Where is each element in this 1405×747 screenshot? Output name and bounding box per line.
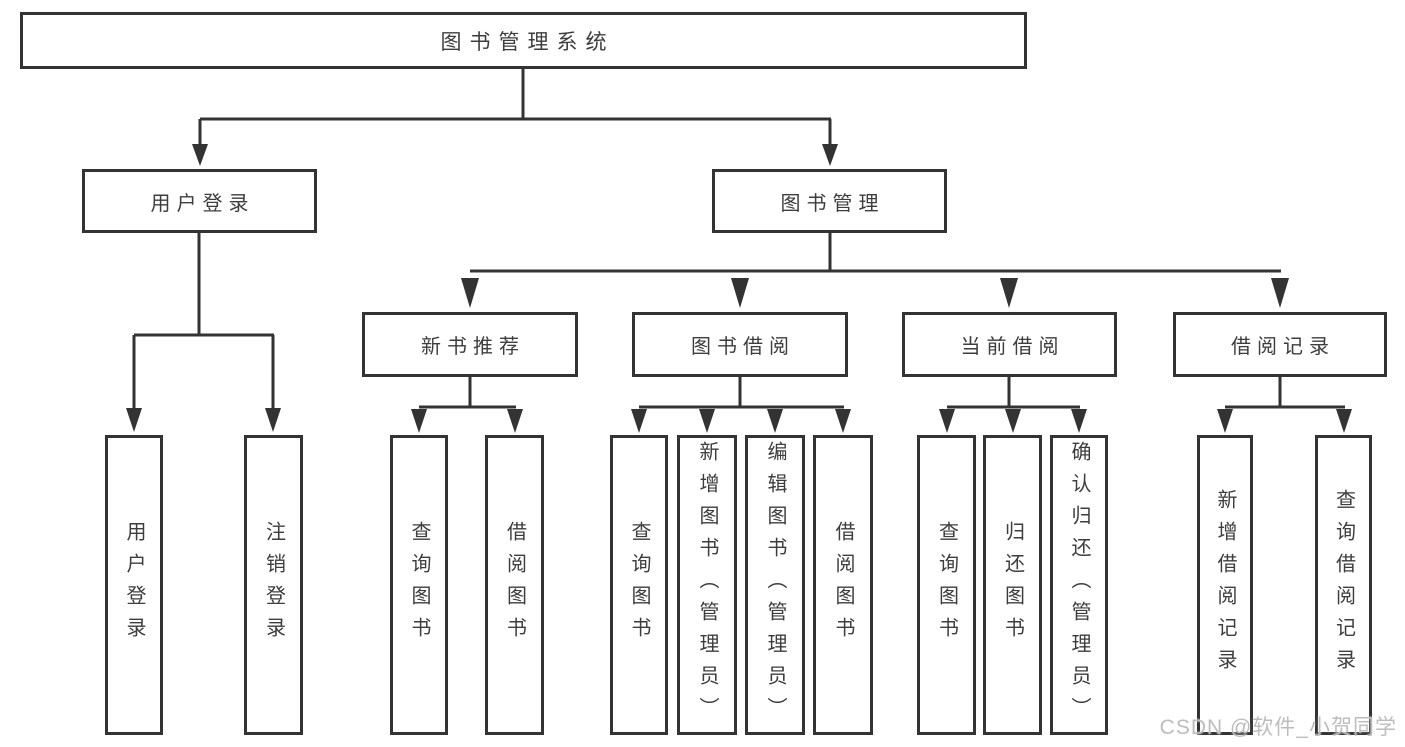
leaf-label: 归还图书 — [1001, 521, 1024, 649]
node-label: 图书借阅 — [691, 336, 795, 358]
node-library-management-system: 图书管理系统 — [20, 12, 1027, 69]
arrowheads — [126, 144, 1352, 433]
csdn-watermark: CSDN @软件_小贺同学 — [1159, 716, 1397, 739]
arrowhead — [461, 278, 479, 308]
leaf-label: 编辑图书（管理员） — [764, 441, 786, 729]
leaf-label: 查询借阅记录 — [1332, 489, 1355, 681]
leaf-label: 借阅图书 — [832, 521, 854, 649]
arrowhead — [835, 409, 851, 433]
leaf-label: 用户登录 — [123, 521, 145, 649]
node-new-book-recommend: 新书推荐 — [362, 312, 578, 377]
arrowhead — [1336, 409, 1352, 433]
arrowhead — [265, 408, 281, 432]
node-label: 借阅记录 — [1231, 336, 1335, 358]
node-label: 图书管理系统 — [440, 30, 615, 54]
arrowhead — [822, 144, 838, 166]
leaf-borrow-books: 借阅图书 — [485, 435, 544, 735]
leaf-label: 确认归还（管理员） — [1068, 441, 1090, 729]
leaf-borrow-books: 借阅图书 — [813, 435, 873, 735]
node-borrowing-records: 借阅记录 — [1173, 312, 1387, 377]
leaf-label: 新增图书（管理员） — [696, 441, 718, 729]
leaf-label: 借阅图书 — [503, 521, 526, 649]
leaf-label: 查询图书 — [408, 521, 430, 649]
arrowhead — [126, 408, 142, 432]
arrowhead — [731, 278, 749, 308]
arrowhead — [1071, 409, 1087, 433]
leaf-label: 查询图书 — [935, 521, 958, 649]
node-book-borrowing: 图书借阅 — [632, 312, 848, 377]
arrowhead — [192, 144, 208, 166]
leaf-label: 查询图书 — [628, 521, 650, 649]
tree-edges — [132, 69, 1345, 409]
node-label: 新书推荐 — [421, 336, 525, 358]
leaf-edit-book-admin: 编辑图书（管理员） — [745, 435, 805, 735]
leaf-return-books: 归还图书 — [983, 435, 1042, 735]
leaf-confirm-return-admin: 确认归还（管理员） — [1050, 435, 1108, 735]
leaf-query-books: 查询图书 — [610, 435, 668, 735]
node-label: 用户登录 — [150, 192, 255, 215]
leaf-label: 注销登录 — [262, 521, 285, 649]
leaf-logout: 注销登录 — [244, 435, 303, 735]
arrowhead — [411, 409, 427, 433]
arrowhead — [507, 409, 523, 433]
arrowhead — [767, 409, 783, 433]
node-user-login: 用户登录 — [82, 169, 317, 233]
arrowhead — [1217, 409, 1233, 433]
node-label: 图书管理 — [780, 192, 885, 215]
node-label: 当前借阅 — [960, 336, 1065, 358]
arrowhead — [939, 409, 955, 433]
leaf-label: 新增借阅记录 — [1214, 489, 1236, 681]
leaf-add-borrow-record: 新增借阅记录 — [1197, 435, 1253, 735]
node-current-borrowing: 当前借阅 — [902, 312, 1117, 377]
node-book-management: 图书管理 — [712, 169, 947, 233]
leaf-add-book-admin: 新增图书（管理员） — [677, 435, 737, 735]
arrowhead — [631, 409, 647, 433]
leaf-query-books: 查询图书 — [390, 435, 448, 735]
arrowhead — [699, 409, 715, 433]
arrowhead — [1000, 278, 1018, 308]
arrowhead — [1005, 409, 1021, 433]
leaf-query-books: 查询图书 — [917, 435, 976, 735]
arrowhead — [1271, 278, 1289, 308]
leaf-query-borrow-record: 查询借阅记录 — [1315, 435, 1372, 735]
leaf-user-login: 用户登录 — [105, 435, 163, 735]
